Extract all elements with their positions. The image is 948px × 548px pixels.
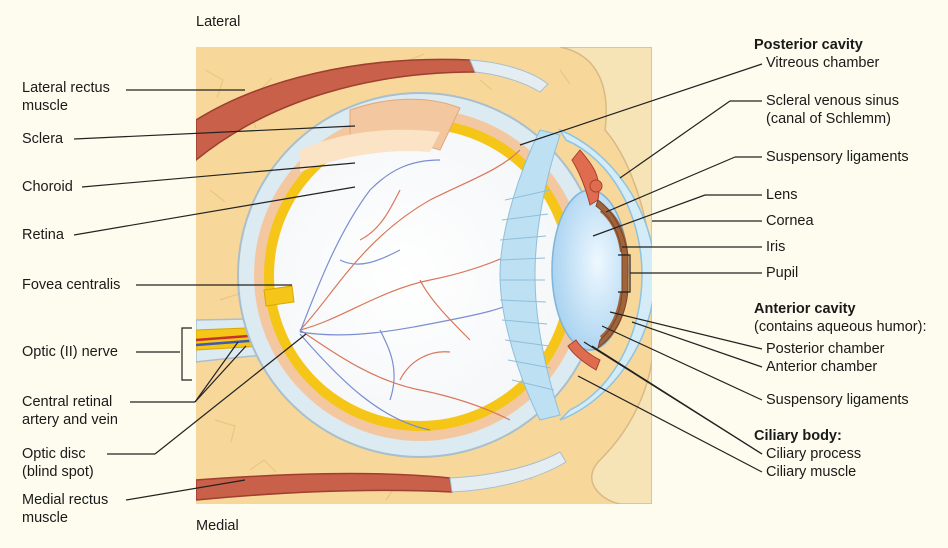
label-central-retinal-artery-vein: Central retinal artery and vein (22, 393, 118, 429)
label-sclera: Sclera (22, 130, 63, 148)
label-cornea: Cornea (766, 212, 814, 230)
label-optic-nerve: Optic (II) nerve (22, 343, 118, 361)
label-suspensory-ligaments-top: Suspensory ligaments (766, 148, 909, 166)
label-ciliary-muscle: Ciliary muscle (766, 463, 856, 481)
label-vitreous-chamber: Vitreous chamber (766, 54, 879, 72)
label-aqueous-humor-note: (contains aqueous humor): (754, 318, 927, 336)
label-lens: Lens (766, 186, 797, 204)
label-fovea-centralis: Fovea centralis (22, 276, 120, 294)
label-suspensory-ligaments-bottom: Suspensory ligaments (766, 391, 909, 409)
scleral-venous-sinus (590, 180, 602, 192)
label-choroid: Choroid (22, 178, 73, 196)
label-posterior-chamber: Posterior chamber (766, 340, 884, 358)
label-posterior-cavity: Posterior cavity (754, 36, 863, 54)
label-pupil: Pupil (766, 264, 798, 282)
anatomy-panel (196, 47, 655, 504)
label-anterior-cavity: Anterior cavity (754, 300, 856, 318)
medial-label: Medial (196, 517, 239, 535)
label-ciliary-body: Ciliary body: (754, 427, 842, 445)
label-anterior-chamber: Anterior chamber (766, 358, 877, 376)
label-iris: Iris (766, 238, 785, 256)
fovea-centralis (264, 286, 294, 306)
label-scleral-venous-sinus: Scleral venous sinus (canal of Schlemm) (766, 92, 899, 128)
label-ciliary-process: Ciliary process (766, 445, 861, 463)
lateral-label: Lateral (196, 13, 240, 31)
label-lateral-rectus-muscle: Lateral rectus muscle (22, 79, 110, 115)
label-retina: Retina (22, 226, 64, 244)
label-optic-disc: Optic disc (blind spot) (22, 445, 94, 481)
label-medial-rectus-muscle: Medial rectus muscle (22, 491, 108, 527)
